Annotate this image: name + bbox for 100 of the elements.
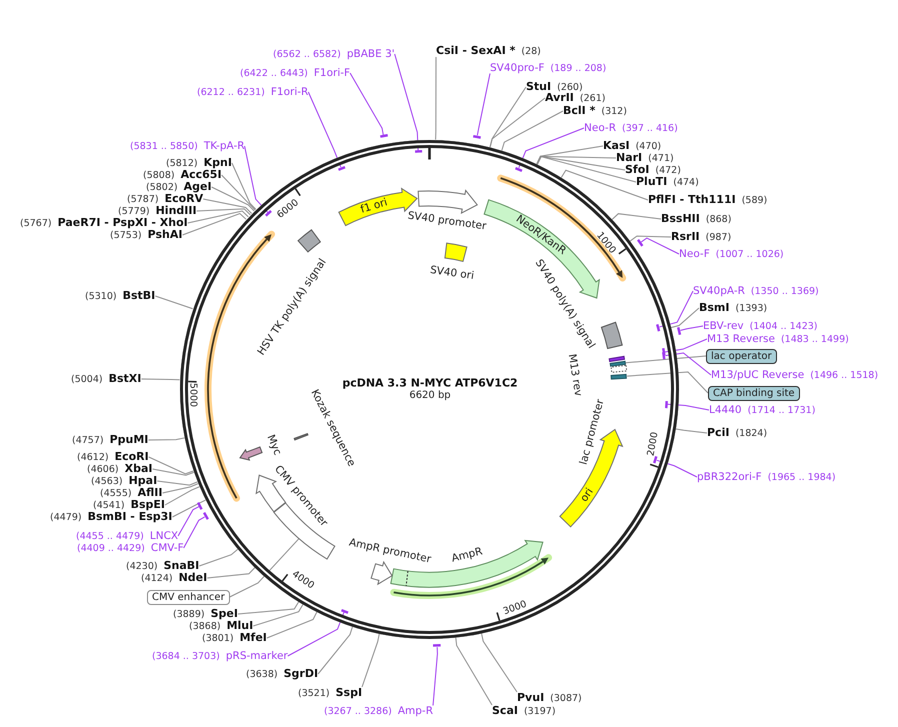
leader-line: [480, 632, 518, 692]
primer-mark: [265, 210, 272, 217]
primer-name: SV40pro-F: [490, 62, 544, 74]
primer-position: (6562 .. 6582): [273, 48, 341, 60]
primer-name: pBABE 3': [346, 48, 395, 60]
leader-line: [187, 210, 249, 224]
enzyme-name: KasI: [603, 140, 630, 151]
leader-line: [156, 480, 198, 486]
primer-mark: [653, 456, 658, 464]
primer-mark: [664, 400, 668, 408]
feature-label: AmpR promoter: [348, 536, 432, 566]
cut-site-position: (5787): [127, 194, 159, 205]
primer-name: pRS-marker: [226, 650, 288, 662]
cut-site-position: (4230): [126, 561, 158, 572]
leader-line: [536, 156, 626, 170]
enzyme-name: PciI: [707, 427, 730, 438]
primer-position: (3684 .. 3703): [152, 650, 220, 662]
primer-position: (5831 .. 5850): [130, 140, 198, 152]
primer-mark: [473, 134, 482, 138]
enzyme-name: BssHII: [661, 213, 700, 224]
cut-site-position: (5004): [71, 374, 103, 385]
leader-line: [140, 378, 180, 380]
leader-line: [252, 604, 304, 626]
enzyme-name: PluTI: [636, 176, 668, 187]
primer-mark: [338, 166, 345, 171]
leader-line: [670, 308, 700, 328]
cut-site-position: (3801): [202, 633, 234, 644]
leader-line: [656, 460, 698, 478]
primer-position: (1483 .. 1499): [780, 334, 849, 344]
feature-label: f1 ori: [359, 196, 389, 216]
cut-site-position: (5812): [166, 158, 198, 169]
leader-line: [266, 611, 318, 638]
primer-name: Neo-F: [679, 248, 710, 260]
cut-site-position: (589): [742, 195, 768, 206]
enzyme-name: HpaI: [128, 475, 158, 486]
enzyme-name: PpuMI: [110, 434, 148, 445]
enzyme-name: XbaI: [124, 463, 152, 474]
primer-name: Neo-R: [584, 122, 616, 134]
primer-mark: [340, 608, 348, 614]
primer-mark: [514, 166, 522, 172]
enzyme-name: BsmBI - Esp3I: [88, 511, 172, 522]
leader-line: [626, 371, 708, 394]
leader-line: [455, 636, 492, 706]
primer-name: CMV-F: [150, 542, 184, 554]
feature-tag: CMV enhancer: [147, 590, 230, 604]
cut-site-position: (3197): [524, 706, 556, 717]
cut-site-position: (261): [580, 93, 606, 104]
primer-name: pBR322ori-F: [697, 472, 762, 482]
leader-line: [244, 146, 269, 214]
enzyme-name: BsmI: [699, 302, 730, 313]
leader-line: [202, 198, 252, 214]
leader-line: [560, 170, 648, 200]
enzyme-name: EcoRV: [164, 193, 204, 204]
leader-line: [518, 128, 584, 168]
enzyme-name: StuI: [526, 81, 552, 92]
primer-position: (3267 .. 3286): [324, 706, 392, 716]
tick-label: 5000: [188, 382, 198, 408]
cut-site-position: (5753): [110, 230, 142, 241]
cut-site-position: (474): [673, 177, 699, 188]
primer-position: (4409 .. 4429): [77, 542, 145, 554]
tick-label: 3000: [502, 598, 528, 618]
cut-site-position: (260): [557, 82, 583, 93]
leader-line: [287, 612, 345, 656]
enzyme-name: PshAI: [148, 229, 182, 240]
leader-line: [432, 646, 438, 706]
leader-line: [630, 236, 672, 242]
cut-site-position: (5779): [118, 206, 150, 217]
enzyme-name: NarI: [616, 152, 642, 163]
cut-site-position: (3868): [189, 621, 221, 632]
primer-position: (189 .. 208): [550, 62, 606, 74]
plasmid-name: pcDNA 3.3 N-MYC ATP6V1C2: [342, 376, 518, 390]
feature-tag: lac operator: [706, 348, 777, 364]
primer-position: (4455 .. 4479): [76, 530, 144, 542]
primer-position: (1404 .. 1423): [750, 320, 818, 332]
primer-mark: [433, 644, 442, 648]
leader-line: [154, 296, 194, 310]
enzyme-name: PflFI - Tth111I: [648, 194, 736, 205]
enzyme-name: AgeI: [184, 181, 212, 192]
cut-site-position: (4555): [100, 488, 132, 499]
cut-site-position: (5767): [20, 218, 52, 229]
cut-site-position: (4563): [91, 476, 123, 487]
leader-line: [178, 506, 200, 536]
leader-line: [612, 213, 662, 220]
leader-line: [308, 92, 342, 168]
leader-line: [536, 146, 604, 164]
leader-line: [162, 483, 199, 494]
cut-site-position: (1824): [735, 428, 768, 439]
leader-line: [394, 54, 419, 151]
cut-site-position: (312): [601, 106, 627, 117]
leader-line: [362, 633, 380, 688]
leader-line: [664, 352, 712, 376]
enzyme-name: RsrII: [671, 231, 700, 242]
cut-site-position: (4124): [141, 573, 173, 584]
feature-label: SV40 ori: [429, 264, 475, 282]
enzyme-name: SspI: [336, 687, 362, 698]
cut-site-position: (1393): [736, 303, 768, 314]
enzyme-name: BspEI: [130, 499, 166, 510]
feature-label: ori: [578, 486, 596, 504]
leader-line: [221, 174, 256, 210]
primer-mark: [414, 150, 422, 154]
